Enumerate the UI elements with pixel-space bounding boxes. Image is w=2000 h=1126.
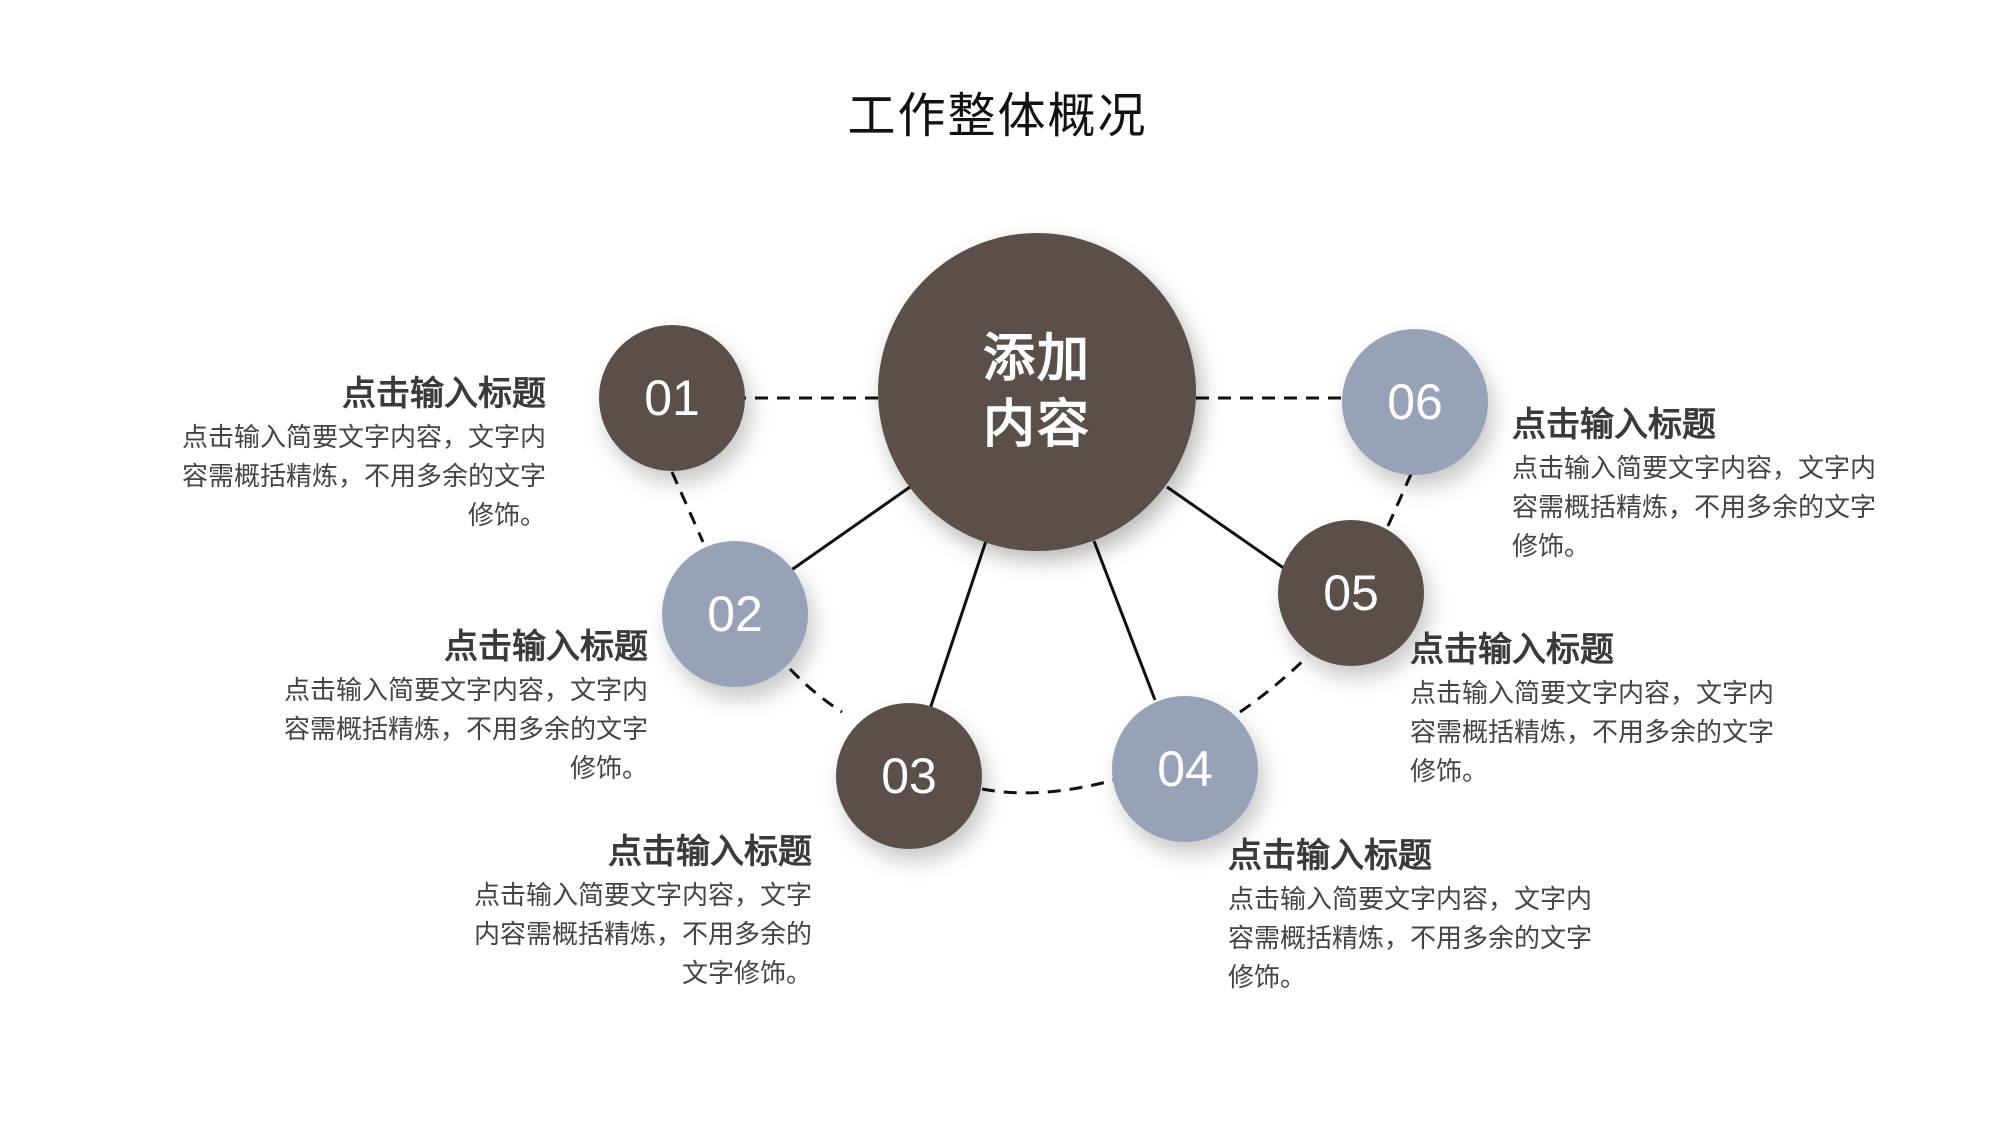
node-04[interactable]: 04: [1112, 696, 1258, 842]
item-04: 点击输入标题 点击输入简要文字内容，文字内容需概括精炼，不用多余的文字修饰。: [1228, 828, 1614, 998]
arc-04-05: [1239, 654, 1310, 714]
node-02[interactable]: 02: [662, 541, 808, 687]
item-06: 点击输入标题 点击输入简要文字内容，文字内容需概括精炼，不用多余的文字修饰。: [1512, 397, 1898, 567]
arc-05-06: [1386, 471, 1414, 527]
item-title[interactable]: 点击输入标题: [608, 832, 812, 872]
item-description[interactable]: 点击输入简要文字内容，文字内容需概括精炼，不用多余的文字修饰。: [283, 676, 648, 784]
node-01[interactable]: 01: [599, 325, 745, 471]
item-description[interactable]: 点击输入简要文字内容，文字内容需概括精炼，不用多余的文字修饰。: [1228, 885, 1593, 993]
spoke-center-05: [1166, 485, 1286, 571]
node-number: 02: [707, 586, 763, 642]
spoke-center-02: [789, 485, 911, 573]
item-description[interactable]: 点击输入简要文字内容，文字内容需概括精炼，不用多余的文字修饰。: [1512, 454, 1877, 562]
item-title[interactable]: 点击输入标题: [1228, 836, 1432, 876]
item-05: 点击输入标题 点击输入简要文字内容，文字内容需概括精炼，不用多余的文字修饰。: [1410, 622, 1796, 792]
item-title[interactable]: 点击输入标题: [1512, 405, 1716, 445]
item-title[interactable]: 点击输入标题: [342, 374, 546, 414]
arc-02-03: [788, 667, 843, 714]
node-number: 04: [1157, 741, 1213, 797]
item-03: 点击输入标题 点击输入简要文字内容，文字内容需概括精炼，不用多余的文字修饰。: [460, 824, 812, 994]
page-title: 工作整体概况: [847, 88, 1148, 144]
item-02: 点击输入标题 点击输入简要文字内容，文字内容需概括精炼，不用多余的文字修饰。: [264, 619, 648, 789]
node-number: 06: [1387, 374, 1443, 430]
item-description[interactable]: 点击输入简要文字内容，文字内容需概括精炼，不用多余的文字修饰。: [1410, 679, 1775, 787]
center-label: 添加内容: [982, 329, 1091, 455]
item-description[interactable]: 点击输入简要文字内容，文字内容需概括精炼，不用多余的文字修饰。: [181, 423, 546, 531]
node-number: 05: [1323, 565, 1379, 621]
item-title[interactable]: 点击输入标题: [444, 627, 648, 667]
spoke-center-04: [1092, 540, 1157, 701]
item-description[interactable]: 点击输入简要文字内容，文字内容需概括精炼，不用多余的文字修饰。: [473, 881, 812, 989]
spoke-center-03: [928, 540, 988, 710]
item-title[interactable]: 点击输入标题: [1410, 630, 1614, 670]
node-number: 03: [881, 748, 937, 804]
arc-01-02: [670, 471, 705, 543]
item-01: 点击输入标题 点击输入简要文字内容，文字内容需概括精炼，不用多余的文字修饰。: [160, 366, 546, 536]
node-03[interactable]: 03: [836, 703, 982, 849]
node-05[interactable]: 05: [1278, 520, 1424, 666]
node-06[interactable]: 06: [1342, 329, 1488, 475]
center-node[interactable]: 添加内容: [878, 233, 1196, 551]
arc-03-04: [981, 778, 1115, 795]
node-number: 01: [644, 370, 700, 426]
